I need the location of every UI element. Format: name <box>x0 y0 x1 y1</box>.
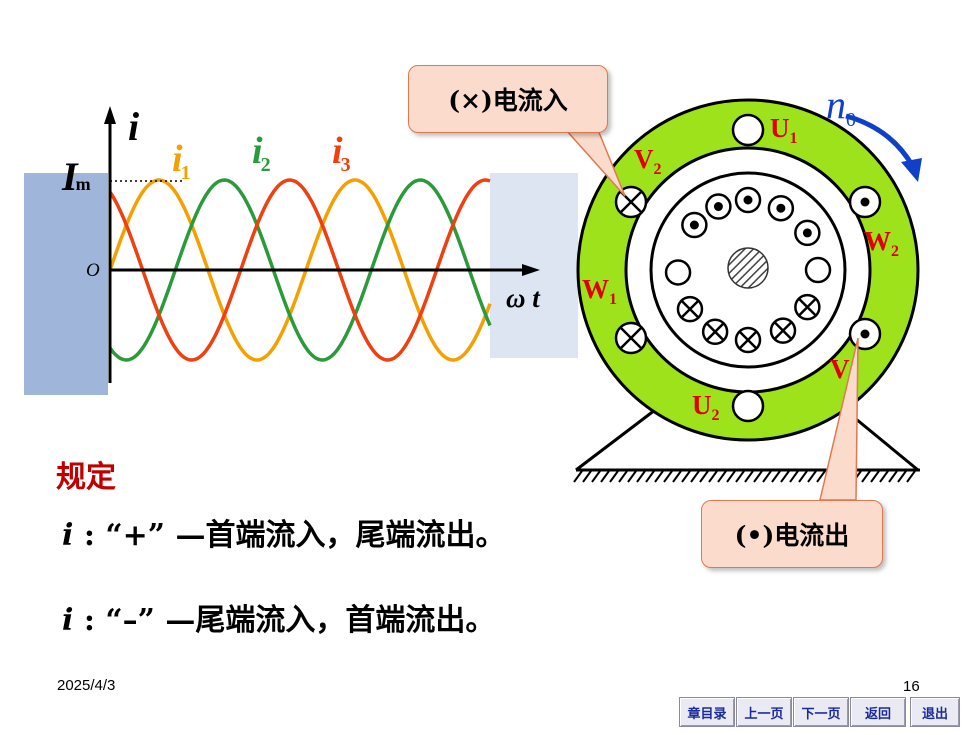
waveform-graph: i Im O ω t i1 i2 i3 <box>24 104 578 395</box>
omega-t-label: ω t <box>506 283 541 313</box>
callout-out-text: (•)电流出 <box>734 521 850 550</box>
rotor-conductor-dot <box>734 186 762 214</box>
callout-current-out: (•)电流出 <box>701 500 883 568</box>
rules-heading: 规定 <box>56 460 116 495</box>
winding-v1-dot <box>848 317 882 351</box>
rotor-conductor-dot <box>705 193 732 220</box>
rule-positive-sign: : “+” <box>73 518 176 553</box>
rotor-conductor-cross <box>769 317 797 344</box>
rotor-conductor-dot <box>794 219 821 247</box>
motor-diagram: U1 V2 W2 W1 V1 U2 n0 <box>564 82 922 501</box>
rotor-conductor-empty <box>664 259 692 286</box>
rotor-conductor-empty <box>804 256 832 284</box>
rule-negative: i : “–” —尾端流入，首端流出。 <box>62 595 495 639</box>
nav-chapter-toc-button[interactable]: 章目录 <box>679 697 735 727</box>
rule-negative-sign: : “–” <box>73 603 166 638</box>
rotor-conductor-cross <box>794 293 821 321</box>
rotor-conductor-dot <box>767 194 795 222</box>
stand-left <box>575 408 656 472</box>
i3-label: i3 <box>332 130 351 176</box>
origin-label: O <box>86 260 100 281</box>
rule-positive-text: —首端流入，尾端流出。 <box>175 518 506 553</box>
ground-hatching <box>573 470 916 483</box>
label-u1: U1 <box>770 113 798 147</box>
rule-negative-var: i <box>62 603 74 638</box>
nav-exit-button[interactable]: 退出 <box>910 697 960 727</box>
rotor-conductor-dot <box>681 211 708 239</box>
rotor-conductor-cross <box>734 326 762 354</box>
label-u2: U2 <box>692 390 720 424</box>
wave-i3 <box>108 178 491 362</box>
callout-current-in: (×)电流入 <box>408 65 608 133</box>
winding-u1 <box>731 113 765 147</box>
slide-date: 2025/4/3 <box>57 677 116 694</box>
winding-w2-dot <box>848 185 882 219</box>
rule-negative-text: —尾端流入，首端流出。 <box>165 603 496 638</box>
nav-back-button[interactable]: 返回 <box>850 697 906 727</box>
rotor-conductor-cross <box>701 318 729 346</box>
rotor-conductor-cross <box>676 295 704 323</box>
x-axis-arrow <box>522 264 540 276</box>
i1-label: i1 <box>172 138 191 184</box>
left-panel <box>24 173 108 395</box>
winding-u2 <box>731 389 765 423</box>
i-axis-label: i <box>128 104 139 149</box>
shaft <box>727 247 769 289</box>
rotation-arrowhead <box>901 158 922 182</box>
rule-positive-var: i <box>62 518 74 553</box>
y-axis-arrow <box>104 106 116 124</box>
right-panel <box>490 173 578 358</box>
label-w2: W2 <box>864 226 899 260</box>
winding-w1-cross <box>614 321 648 355</box>
nav-prev-page-button[interactable]: 上一页 <box>736 697 792 727</box>
label-v2: V2 <box>634 144 662 178</box>
callout-in-text: (×)电流入 <box>448 86 568 115</box>
n0-label: n0 <box>826 82 856 131</box>
rotation-arrow <box>845 113 915 167</box>
rule-positive: i : “+” —首端流入，尾端流出。 <box>62 510 505 554</box>
nav-next-page-button[interactable]: 下一页 <box>793 697 849 727</box>
wave-i2 <box>108 178 492 362</box>
i2-label: i2 <box>252 130 271 176</box>
slide-page-number: 16 <box>903 678 920 695</box>
wave-i1 <box>108 178 492 362</box>
rotor-conductors <box>664 186 832 354</box>
label-w1: W1 <box>582 274 617 308</box>
im-label: Im <box>61 154 91 199</box>
